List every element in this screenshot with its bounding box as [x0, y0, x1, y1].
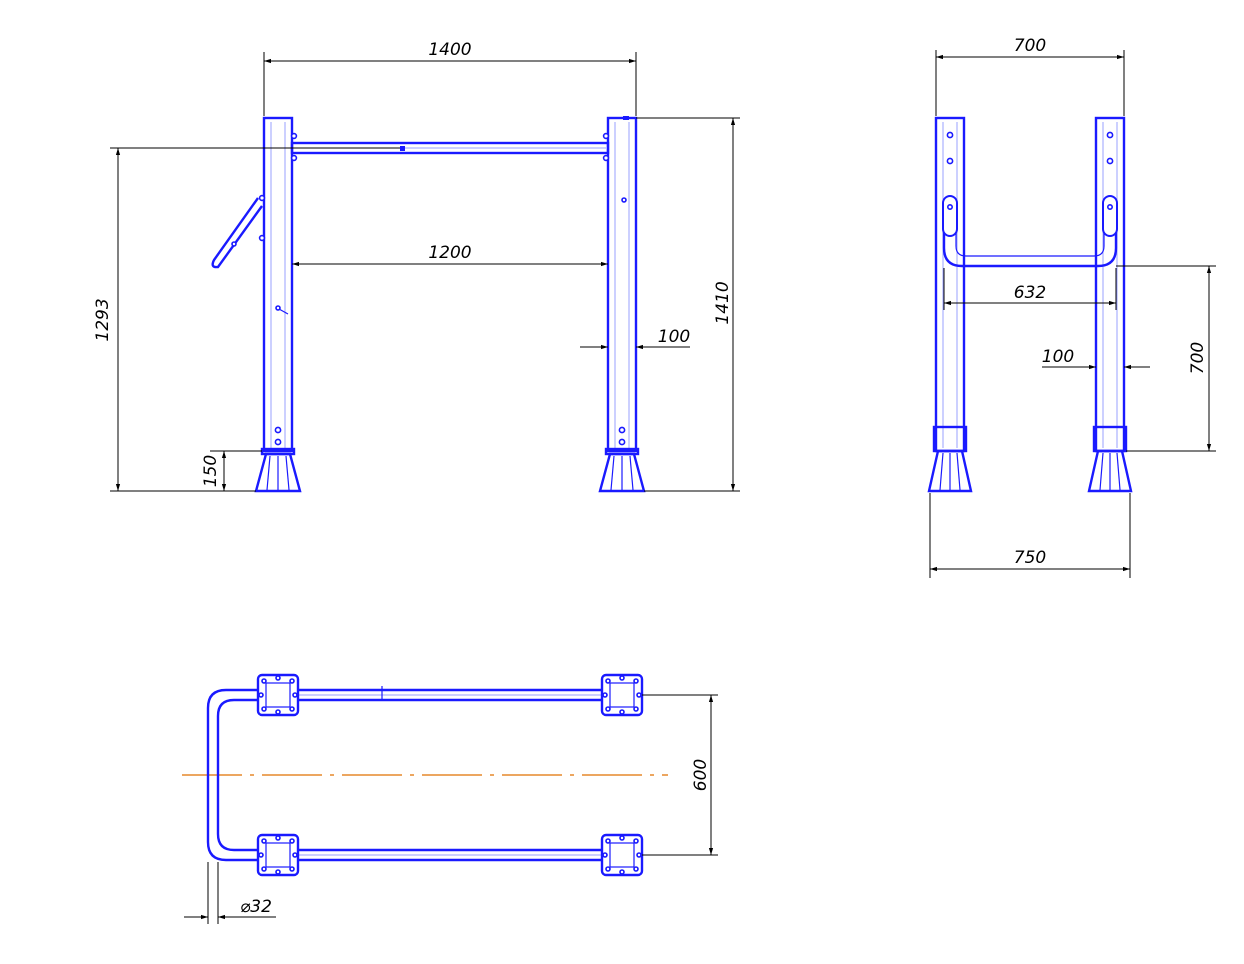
plan-base-plate-top-right [600, 673, 644, 717]
side-u-handle [942, 205, 1118, 268]
side-left-post [934, 116, 966, 453]
front-dim-post-width: 100 [658, 327, 690, 347]
plan-u-handle [206, 688, 258, 862]
front-left-post [262, 116, 294, 453]
side-dim-handle-height: 700 [1188, 342, 1208, 374]
plan-dim-tube-diameter: ⌀32 [240, 897, 272, 917]
side-dim-inner-width: 632 [1014, 283, 1046, 303]
side-dim-base-width: 750 [1014, 548, 1046, 568]
side-right-post [1094, 116, 1126, 453]
side-right-base [1087, 449, 1133, 493]
front-right-post [606, 116, 638, 453]
front-dim-inner-width: 1200 [428, 243, 471, 263]
front-dim-overall-height: 1410 [713, 281, 733, 324]
front-side-handle [211, 197, 263, 269]
plan-base-plate-bottom-right [600, 833, 644, 877]
front-left-base [254, 452, 302, 493]
side-left-base [927, 449, 973, 493]
side-view: 700 632 100 700 750 [927, 36, 1216, 578]
side-dim-post-width: 100 [1042, 347, 1074, 367]
plan-base-plate-top-left [256, 673, 300, 717]
plan-base-plate-bottom-left [256, 833, 300, 877]
front-dim-overall-width: 1400 [428, 40, 471, 60]
plan-view: 600 ⌀32 [182, 673, 718, 924]
front-dim-base-height: 150 [201, 455, 221, 487]
front-view: 1400 1200 1293 1410 100 150 [93, 40, 740, 493]
plan-dim-depth: 600 [691, 759, 711, 791]
side-dim-top-width: 700 [1014, 36, 1046, 56]
front-dim-bar-height: 1293 [93, 298, 113, 341]
